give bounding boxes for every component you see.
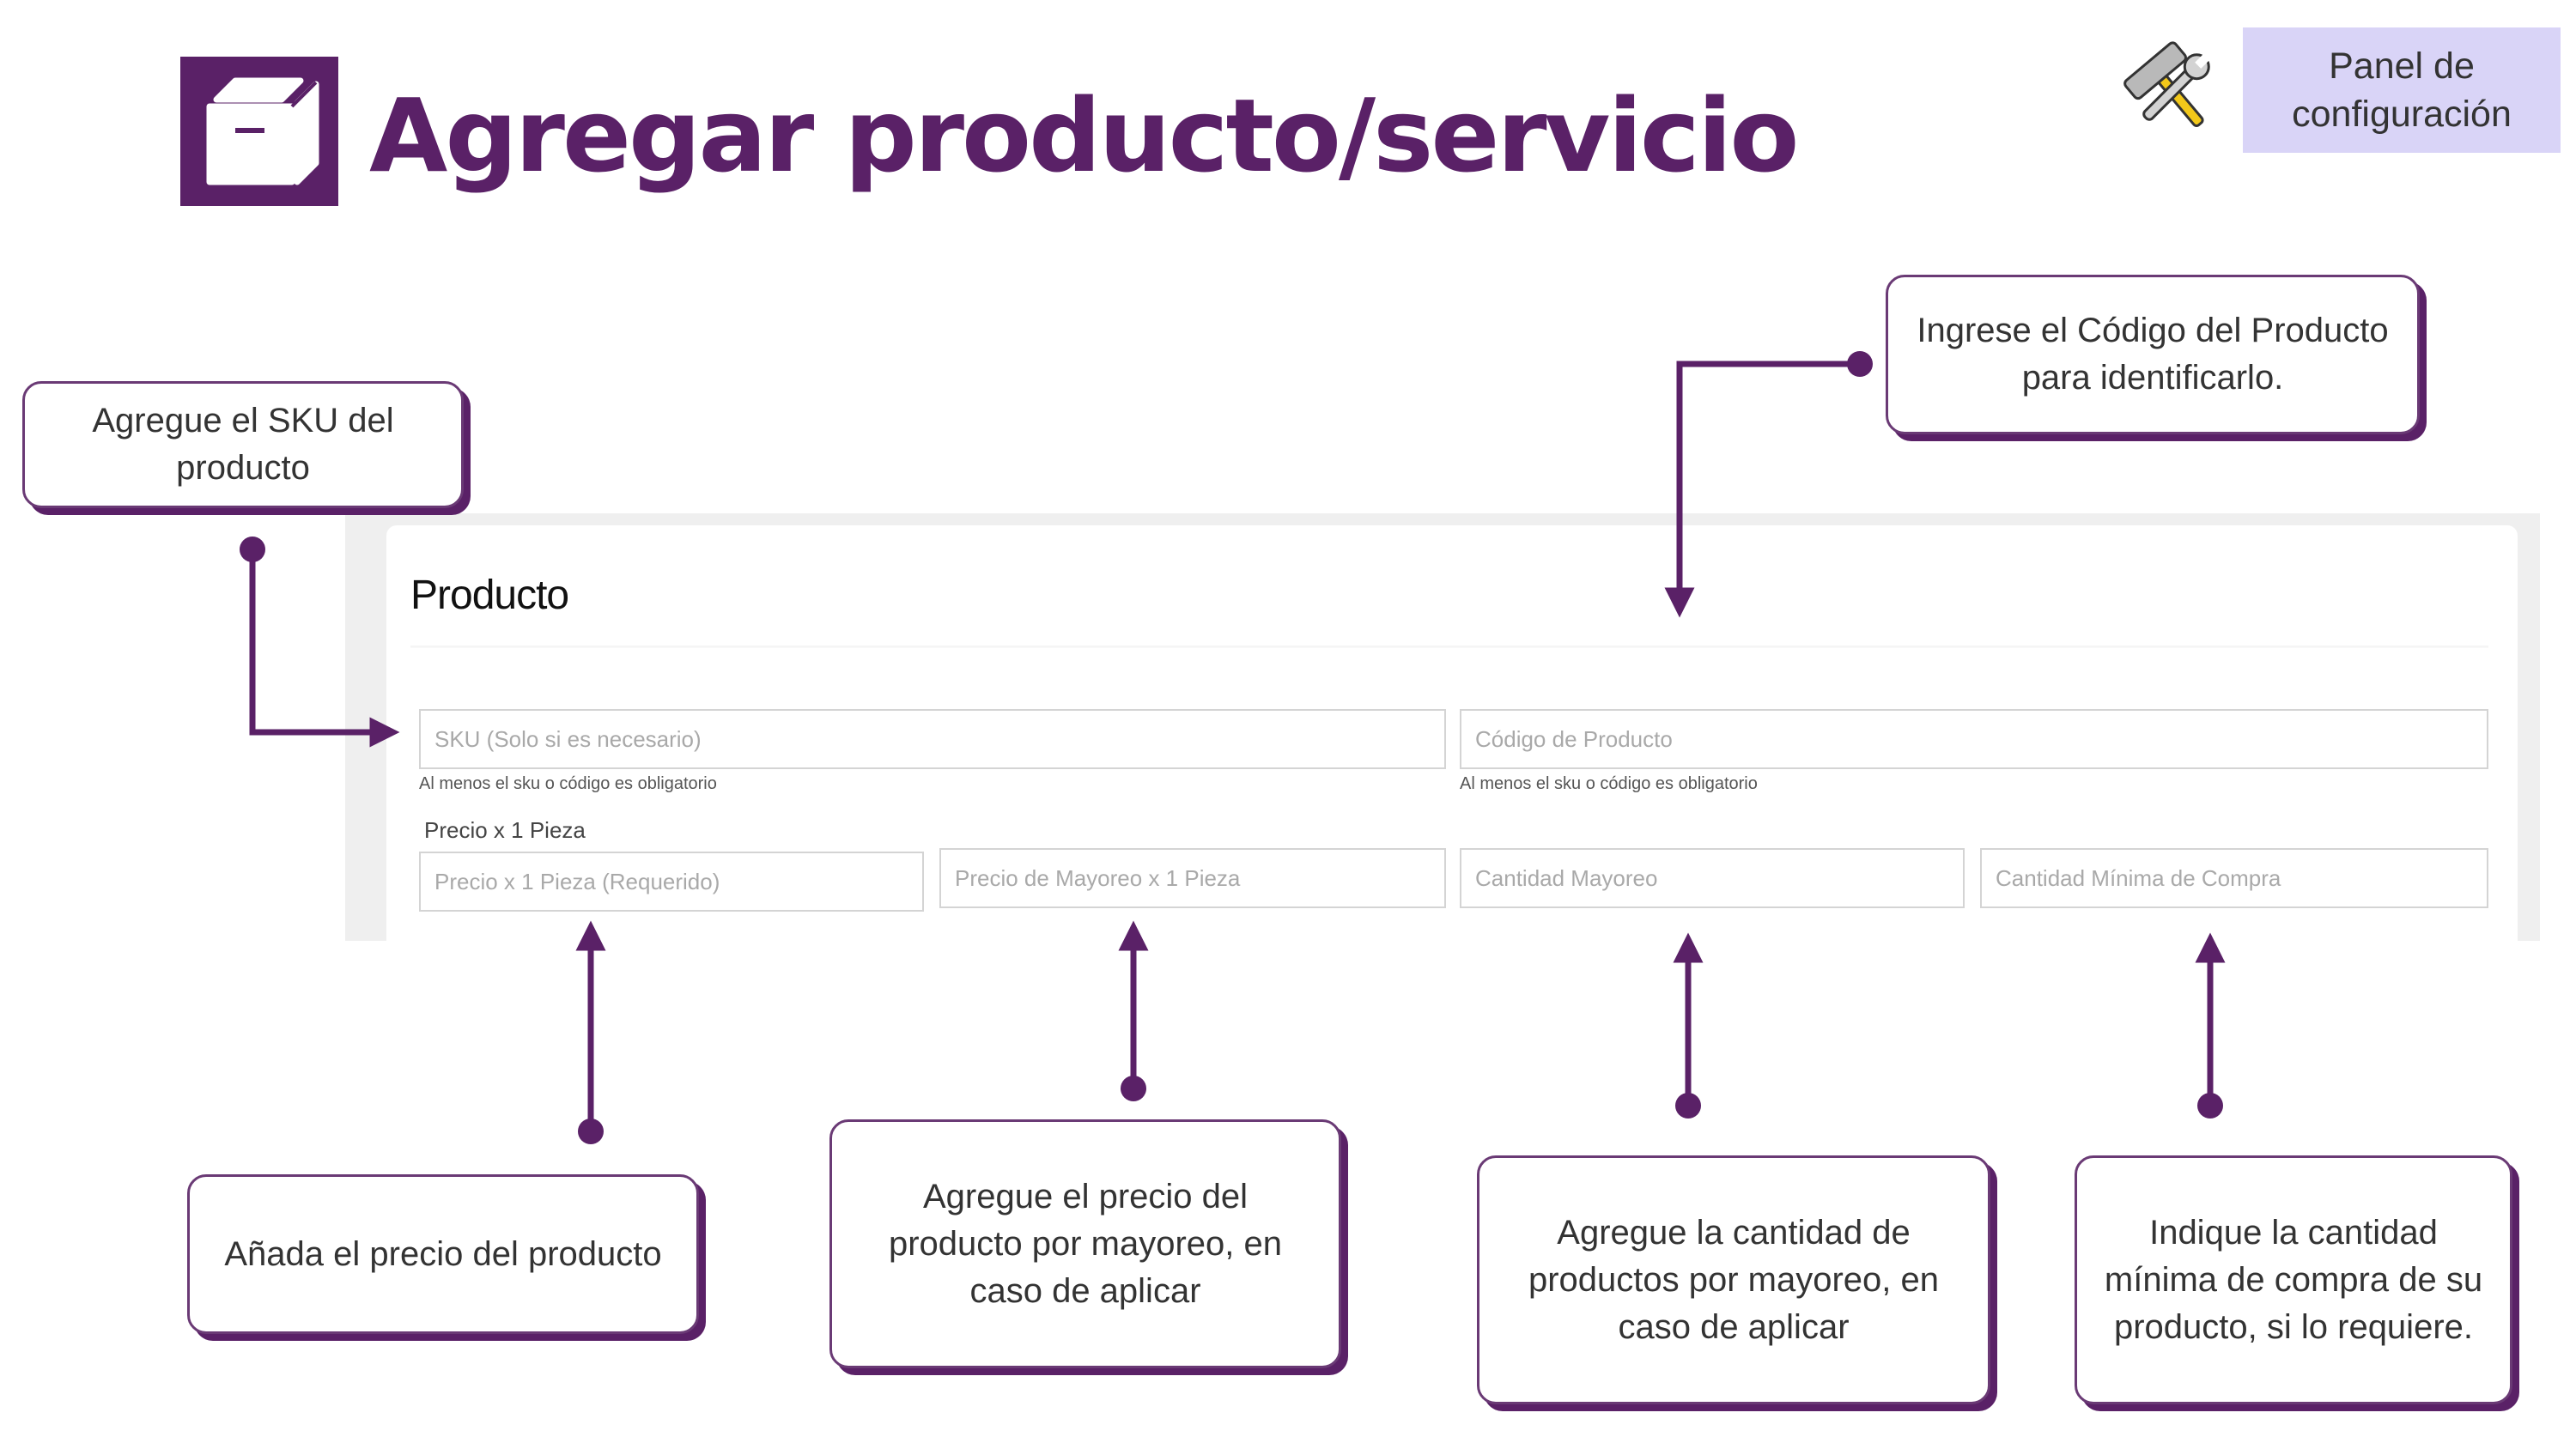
- page-title: Agregar producto/servicio: [369, 76, 1799, 195]
- product-code-hint: Al menos el sku o código es obligatorio: [1460, 774, 1758, 793]
- form-divider: [410, 646, 2488, 648]
- min-qty-callout: Indique la cantidad mínima de compra de …: [2075, 1155, 2512, 1404]
- box-icon: [180, 57, 338, 206]
- form-heading: Producto: [410, 573, 569, 618]
- tools-icon: [2123, 41, 2210, 128]
- wholesale-price-input[interactable]: Precio de Mayoreo x 1 Pieza: [939, 848, 1446, 908]
- sku-input[interactable]: SKU (Solo si es necesario): [419, 709, 1446, 769]
- minimum-quantity-input[interactable]: Cantidad Mínima de Compra: [1980, 848, 2488, 908]
- price-callout: Añada el precio del producto: [187, 1174, 699, 1334]
- price-input[interactable]: Precio x 1 Pieza (Requerido): [419, 852, 924, 912]
- wholesale-quantity-input[interactable]: Cantidad Mayoreo: [1460, 848, 1965, 908]
- sku-callout: Agregue el SKU del producto: [22, 381, 464, 508]
- wholesale-price-callout: Agregue el precio del producto por mayor…: [829, 1119, 1341, 1368]
- price-label: Precio x 1 Pieza: [424, 817, 586, 843]
- product-code-input[interactable]: Código de Producto: [1460, 709, 2488, 769]
- code-callout: Ingrese el Código del Producto para iden…: [1886, 275, 2420, 434]
- panel-config-button[interactable]: Panel de configuración: [2243, 27, 2561, 153]
- sku-hint: Al menos el sku o código es obligatorio: [419, 774, 717, 793]
- wholesale-qty-callout: Agregue la cantidad de productos por may…: [1477, 1155, 1990, 1404]
